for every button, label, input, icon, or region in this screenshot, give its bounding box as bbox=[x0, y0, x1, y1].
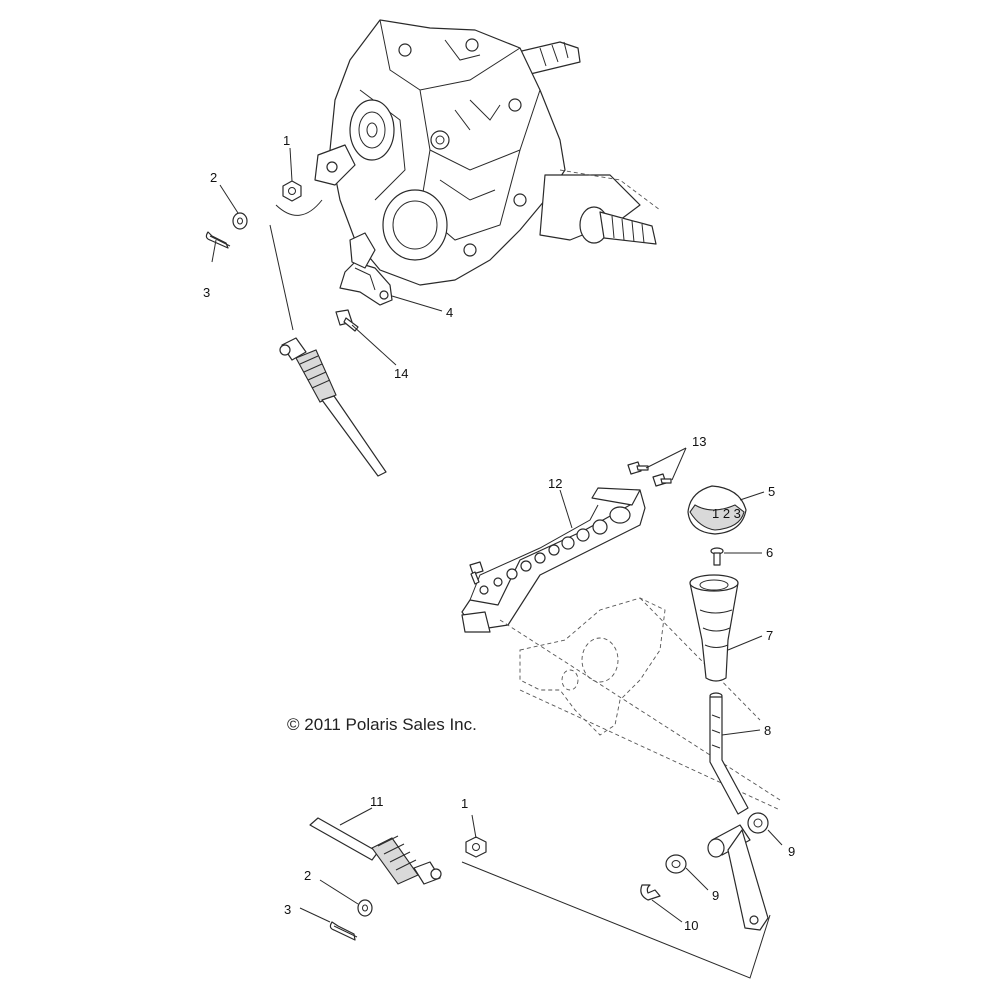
e-clip-10 bbox=[640, 884, 661, 901]
callout-11: 11 bbox=[370, 794, 384, 809]
callout-5: 5 bbox=[768, 484, 775, 499]
bolt-13-a bbox=[627, 461, 649, 475]
callout-9-right: 9 bbox=[788, 844, 795, 859]
callout-14: 14 bbox=[394, 366, 408, 381]
callout-12: 12 bbox=[548, 476, 562, 491]
svg-text:1 2 3: 1 2 3 bbox=[712, 506, 741, 521]
screw-6 bbox=[710, 547, 724, 566]
shift-knob-5: 1 2 3 bbox=[687, 485, 747, 535]
assembly-line-bottom bbox=[461, 861, 771, 979]
transmission-housing bbox=[314, 19, 661, 286]
shift-cable-lower bbox=[309, 817, 442, 885]
nut-1-top bbox=[282, 180, 302, 202]
nut-1-bottom bbox=[465, 836, 487, 858]
callout-1-bottom: 1 bbox=[461, 796, 468, 811]
copyright-notice: © 2011 Polaris Sales Inc. bbox=[287, 715, 477, 734]
shift-cable-upper bbox=[269, 224, 387, 477]
washer-2-top bbox=[232, 212, 248, 230]
callout-2-bottom: 2 bbox=[304, 868, 311, 883]
bushing-9-lower bbox=[665, 854, 687, 874]
callout-8: 8 bbox=[764, 723, 771, 738]
cotter-pin-3-top bbox=[205, 231, 231, 249]
callout-10: 10 bbox=[684, 918, 698, 933]
callout-1-top: 1 bbox=[283, 133, 290, 148]
callout-13: 13 bbox=[692, 434, 706, 449]
bushing-9-right bbox=[747, 812, 769, 834]
leader-lines bbox=[211, 147, 783, 923]
bracket-4 bbox=[339, 232, 393, 306]
rotation-arc bbox=[275, 199, 323, 216]
callout-4: 4 bbox=[446, 305, 453, 320]
cotter-pin-3-bottom bbox=[329, 921, 358, 941]
callout-3-bottom: 3 bbox=[284, 902, 291, 917]
bracket-12 bbox=[461, 487, 646, 633]
phantom-mount-plate bbox=[499, 597, 781, 811]
callout-6: 6 bbox=[766, 545, 773, 560]
bolt-13-b bbox=[652, 473, 672, 487]
callout-7: 7 bbox=[766, 628, 773, 643]
callout-3-top: 3 bbox=[203, 285, 210, 300]
shift-lever-8 bbox=[707, 692, 769, 931]
callout-9-lower: 9 bbox=[712, 888, 719, 903]
washer-2-bottom bbox=[357, 899, 373, 917]
shift-boot-7 bbox=[689, 574, 739, 682]
callout-2-top: 2 bbox=[210, 170, 217, 185]
bolt-13-c bbox=[469, 561, 484, 585]
